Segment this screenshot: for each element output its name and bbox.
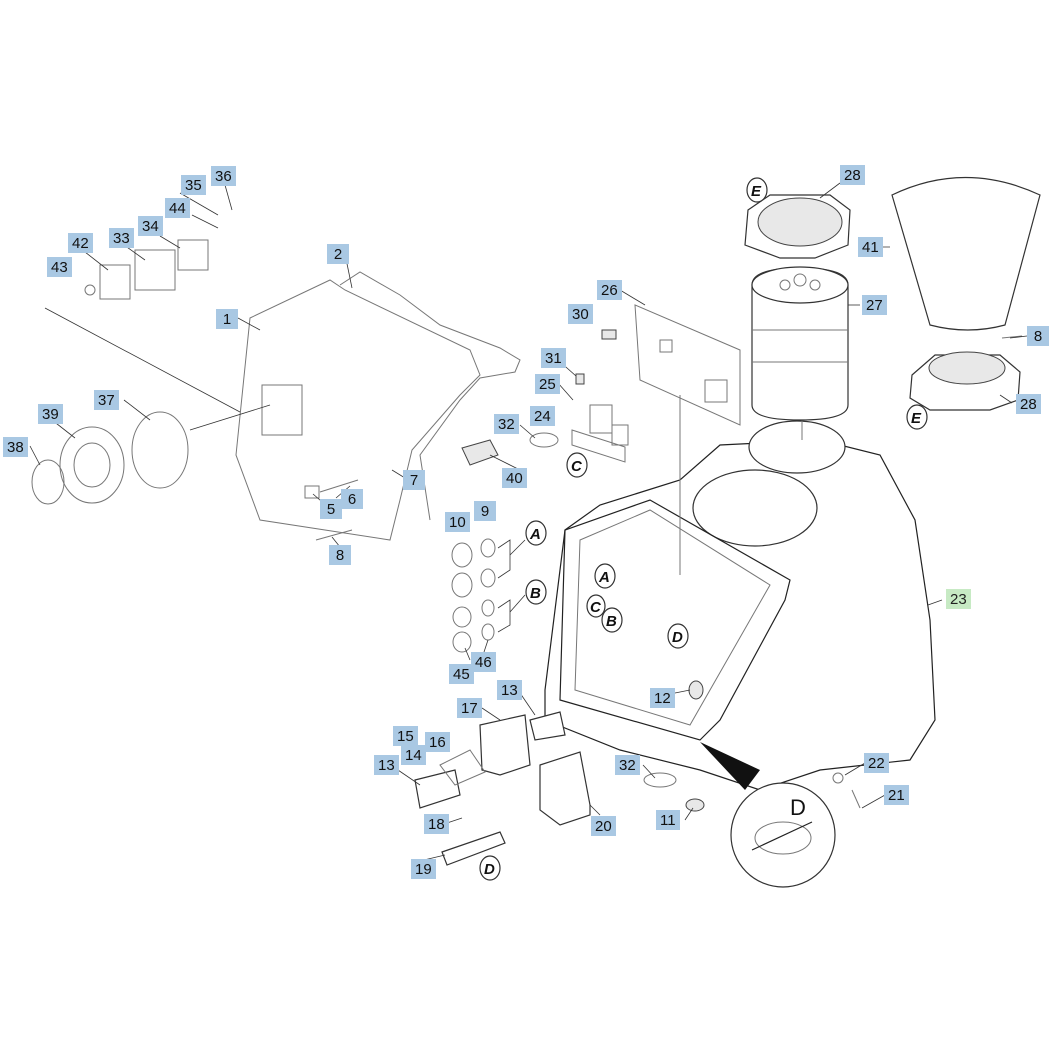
terminal-left [414,769,461,809]
top-mesh [757,197,843,247]
callout-30: 30 [568,304,593,324]
callout-24: 24 [530,406,555,426]
svg-text:C: C [590,599,602,616]
callout-5: 5 [320,499,342,519]
callout-10: 10 [445,512,470,532]
power-supply [539,751,591,826]
callout-1: 1 [216,309,238,329]
callout-23: 23 [946,589,971,609]
callout-8-right: 8 [1027,326,1049,346]
callout-11: 11 [656,810,680,830]
small-part [601,329,617,340]
contactor [479,714,531,776]
svg-text:E: E [751,183,762,200]
callout-44: 44 [165,198,190,218]
callout-43: 43 [47,257,72,277]
callout-42: 42 [68,233,93,253]
o-ring [131,411,189,489]
switch-block [134,249,176,291]
callout-16: 16 [425,732,450,752]
callout-33: 33 [109,228,134,248]
din-rail [441,831,506,866]
callout-35: 35 [181,175,206,195]
callout-18: 18 [424,814,449,834]
callout-37: 37 [94,390,119,410]
grommet [685,798,705,812]
bottom-mesh [928,351,1006,385]
cover-panel [235,279,481,541]
callout-32-top: 32 [494,414,519,434]
fuse-block [461,439,499,466]
callout-12: 12 [650,688,675,708]
zoom-pointer [700,742,760,790]
control-board [634,304,741,426]
callout-28-bottom: 28 [1016,394,1041,414]
callout-7: 7 [403,470,425,490]
callout-27: 27 [862,295,887,315]
callout-25: 25 [535,374,560,394]
tank-top-opening [748,420,846,474]
detail-markers: A A B B C C D D E E [479,177,928,881]
callout-8-left: 8 [329,545,351,565]
terminal-right [529,711,566,741]
nut [84,284,96,296]
svg-text:A: A [529,526,541,543]
callout-6: 6 [341,489,363,509]
cable-glands [451,538,496,653]
callout-31: 31 [541,348,566,368]
switch-plate [99,264,131,300]
svg-text:E: E [911,410,922,427]
callout-13-left: 13 [374,755,399,775]
callout-41: 41 [858,237,883,257]
hose-clamp-top [529,432,559,448]
callout-34: 34 [138,216,163,236]
gasket [339,271,521,521]
main-tank [544,439,936,791]
svg-text:C: C [571,458,583,475]
callout-13-right: 13 [497,680,522,700]
callout-21: 21 [884,785,909,805]
callout-9: 9 [474,501,496,521]
callout-26: 26 [597,280,622,300]
callout-15: 15 [393,726,418,746]
hose-clamp-bottom [643,772,677,788]
callout-28-top: 28 [840,165,865,185]
callout-36: 36 [211,166,236,186]
svg-text:A: A [598,569,610,586]
bolt-head [304,485,320,499]
detail-zoom-letter: D [790,795,806,820]
relay-board [571,429,626,463]
svg-text:B: B [530,585,541,602]
cover-window [261,384,303,436]
light-housing [59,426,125,504]
callout-14: 14 [401,745,426,765]
callout-17: 17 [457,698,482,718]
light-cap [31,459,65,505]
callout-46: 46 [471,652,496,672]
svg-text:B: B [606,613,617,630]
callout-39: 39 [38,404,63,424]
callout-32-bottom: 32 [615,755,640,775]
callout-2: 2 [327,244,349,264]
callout-45: 45 [449,664,474,684]
tank-opening [692,469,818,547]
callout-40: 40 [502,468,527,488]
switch-cover [177,239,209,271]
svg-text:D: D [672,629,683,646]
svg-text:D: D [484,861,495,878]
callout-38: 38 [3,437,28,457]
callout-20: 20 [591,816,616,836]
callout-19: 19 [411,859,436,879]
callout-22: 22 [864,753,889,773]
funnel [891,177,1041,331]
